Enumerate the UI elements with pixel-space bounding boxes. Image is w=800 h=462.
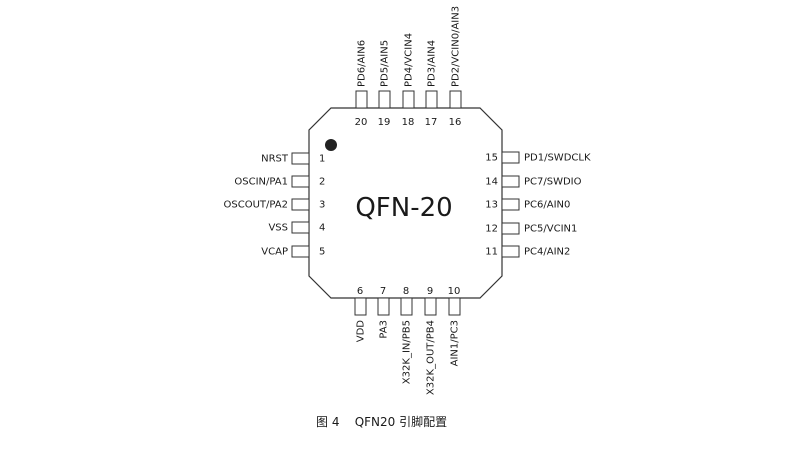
pin-pad-13 bbox=[501, 198, 520, 211]
pin-number-9: 9 bbox=[427, 286, 433, 297]
pin-label-16: PD2/VCIN0/AIN3 bbox=[451, 6, 462, 87]
pin-number-1: 1 bbox=[319, 154, 325, 165]
pin-number-20: 20 bbox=[355, 117, 368, 128]
pin-number-6: 6 bbox=[357, 286, 363, 297]
pin-label-18: PD4/VCIN4 bbox=[404, 33, 415, 87]
pin-label-11: PC4/AIN2 bbox=[524, 247, 570, 258]
pin-pad-4 bbox=[291, 221, 310, 234]
pin-pad-1 bbox=[291, 152, 310, 165]
pin-label-3: OSCOUT/PA2 bbox=[224, 200, 288, 211]
pin-pad-6 bbox=[354, 297, 367, 316]
pin-number-7: 7 bbox=[380, 286, 386, 297]
pin-label-10: AIN1/PC3 bbox=[450, 320, 461, 366]
pin-pad-3 bbox=[291, 198, 310, 211]
pin-number-17: 17 bbox=[425, 117, 438, 128]
pin-number-19: 19 bbox=[378, 117, 391, 128]
pin-pad-15 bbox=[501, 151, 520, 164]
pin-pad-7 bbox=[377, 297, 390, 316]
pin-number-8: 8 bbox=[403, 286, 409, 297]
pin-number-12: 12 bbox=[485, 224, 498, 235]
pin-label-5: VCAP bbox=[261, 247, 288, 258]
pin-pad-2 bbox=[291, 175, 310, 188]
pin-label-15: PD1/SWDCLK bbox=[524, 153, 591, 164]
pin-pad-19 bbox=[378, 90, 391, 109]
pin1-marker-dot bbox=[325, 139, 337, 151]
pin-number-14: 14 bbox=[485, 177, 498, 188]
pin-label-19: PD5/AIN5 bbox=[380, 40, 391, 87]
pin-pad-16 bbox=[449, 90, 462, 109]
pin-label-2: OSCIN/PA1 bbox=[234, 177, 288, 188]
pin-pad-5 bbox=[291, 245, 310, 258]
pin-pad-17 bbox=[425, 90, 438, 109]
pin-label-6: VDD bbox=[356, 320, 367, 343]
pin-label-1: NRST bbox=[261, 154, 289, 165]
pin-number-2: 2 bbox=[319, 177, 325, 188]
figure-caption: 图 4 QFN20 引脚配置 bbox=[316, 414, 447, 429]
pin-pad-9 bbox=[424, 297, 437, 316]
pin-pad-14 bbox=[501, 175, 520, 188]
pin-label-20: PD6/AIN6 bbox=[357, 40, 368, 87]
pin-pad-18 bbox=[402, 90, 415, 109]
pin-number-13: 13 bbox=[485, 200, 498, 211]
pin-number-16: 16 bbox=[449, 117, 462, 128]
pin-number-4: 4 bbox=[319, 223, 325, 234]
pin-label-9: X32K_OUT/PB4 bbox=[426, 320, 437, 395]
pin-number-15: 15 bbox=[485, 153, 498, 164]
pin-label-14: PC7/SWDIO bbox=[524, 177, 582, 188]
pin-pad-8 bbox=[400, 297, 413, 316]
pin-label-17: PD3/AIN4 bbox=[427, 40, 438, 87]
pin-pad-12 bbox=[501, 222, 520, 235]
pin-pad-10 bbox=[448, 297, 461, 316]
pin-label-12: PC5/VCIN1 bbox=[524, 224, 577, 235]
pin-number-10: 10 bbox=[448, 286, 461, 297]
pin-number-5: 5 bbox=[319, 247, 325, 258]
pin-label-13: PC6/AIN0 bbox=[524, 200, 570, 211]
pin-label-4: VSS bbox=[268, 223, 288, 234]
pin-number-18: 18 bbox=[402, 117, 415, 128]
pin-number-11: 11 bbox=[485, 247, 498, 258]
pin-pad-11 bbox=[501, 245, 520, 258]
pin-number-3: 3 bbox=[319, 200, 325, 211]
pin-pad-20 bbox=[355, 90, 368, 109]
pins-layer: 1 NRST 2 OSCIN/PA1 3 OSCOUT/PA2 4 VSS 5 VCAP 11 PC4… bbox=[224, 6, 591, 395]
pin-label-7: PA3 bbox=[379, 320, 390, 339]
chip-name: QFN-20 bbox=[355, 193, 452, 223]
pin-label-8: X32K_IN/PB5 bbox=[402, 320, 413, 384]
